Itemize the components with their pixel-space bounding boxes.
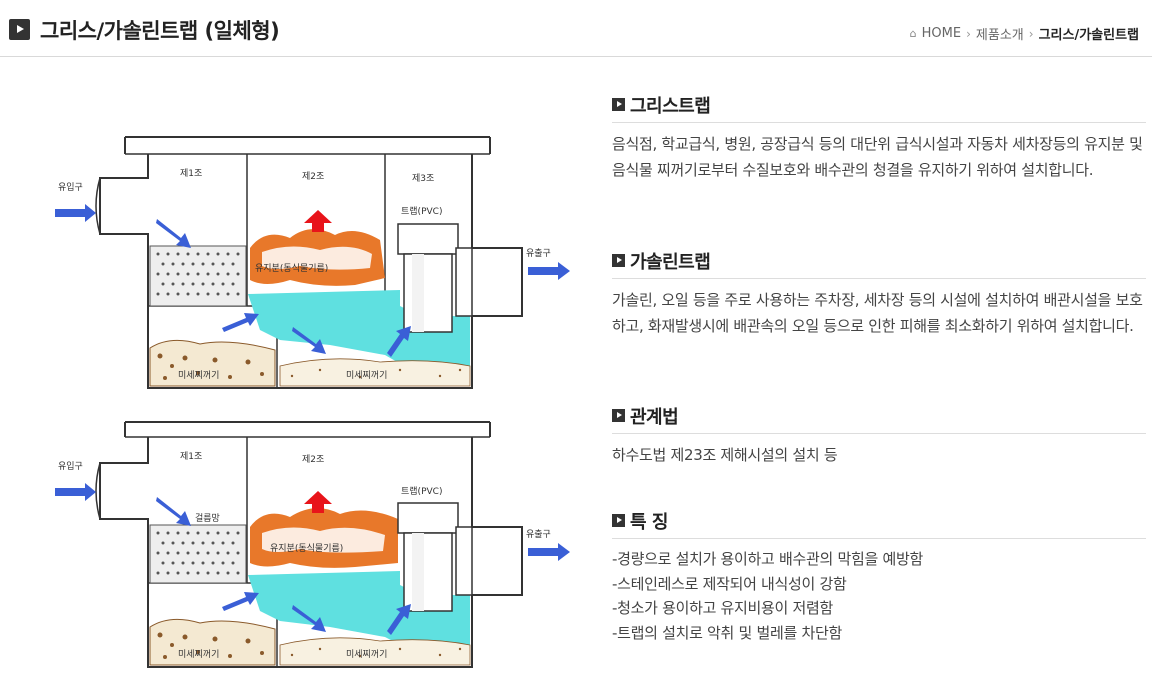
section-gasoline-trap: 가솔린트랩 가솔린, 오일 등을 주로 사용하는 주차장, 세차장 등의 시설에… [612, 249, 1146, 339]
list-item: -청소가 용이하고 유지비용이 저렴함 [612, 599, 834, 617]
breadcrumb-products[interactable]: 제품소개 [975, 28, 1024, 43]
breadcrumb: ⌂ HOME › 제품소개 › 그리스/가솔린트랩 [910, 24, 1139, 43]
section-grease-trap: 그리스트랩 음식점, 학교급식, 병원, 공장급식 등의 대단위 급식시설과 자… [612, 93, 1146, 183]
page-title: 그리스/가솔린트랩 (일체형) [40, 19, 280, 43]
outlet-label: 유출구 [526, 530, 551, 540]
features-list: -경량으로 설치가 용이하고 배수관의 막힘을 예방함 -스테인레스로 제작되어… [612, 539, 1146, 645]
section-body: 음식점, 학교급식, 병원, 공장급식 등의 대단위 급식시설과 자동차 세차장… [612, 135, 1143, 179]
list-item: -경량으로 설치가 용이하고 배수관의 막힘을 예방함 [612, 550, 923, 568]
page-header: 그리스/가솔린트랩 (일체형) ⌂ HOME › 제품소개 › 그리스/가솔린트… [0, 0, 1152, 57]
tank3-label: 제3조 [412, 174, 435, 184]
inlet-label: 유입구 [58, 183, 83, 193]
list-item: -트랩의 설치로 악취 및 벌레를 차단함 [612, 623, 842, 642]
outlet-label: 유출구 [526, 249, 551, 259]
home-icon[interactable]: ⌂ [909, 27, 917, 40]
trap-diagram-1: 유입구 유출구 제1조 제2조 제3조 트랩(PVC) 유지분(동식물기름) 미… [0, 130, 600, 400]
title-arrow-icon [9, 19, 30, 40]
sediment-label-2: 미세찌꺼기 [346, 650, 388, 660]
screen-label: 걸름망 [195, 514, 220, 524]
trap-diagram-2: 유입구 유출구 제1조 제2조 트랩(PVC) 걸름망 유지분(동식물기름) 미… [0, 415, 600, 685]
breadcrumb-current: 그리스/가솔린트랩 [1038, 28, 1139, 43]
tank2-label: 제2조 [302, 455, 325, 465]
breadcrumb-separator-icon: › [1028, 26, 1034, 41]
tank1-label: 제1조 [180, 452, 203, 462]
grease-label: 유지분(동식물기름) [270, 544, 344, 554]
section-title: 특 징 [630, 511, 668, 533]
tank1-label: 제1조 [180, 169, 203, 179]
tank2-label: 제2조 [302, 172, 325, 182]
grease-label: 유지분(동식물기름) [255, 264, 329, 274]
bullet-arrow-icon [612, 254, 625, 267]
list-item: -스테인레스로 제작되어 내식성이 강함 [612, 574, 847, 593]
section-heading: 특 징 [612, 509, 1146, 539]
breadcrumb-separator-icon: › [966, 26, 971, 41]
inlet-label: 유입구 [58, 462, 83, 472]
trap-diagram-2-drawing [55, 421, 570, 668]
section-features: 특 징 -경량으로 설치가 용이하고 배수관의 막힘을 예방함 -스테인레스로 … [612, 509, 1146, 645]
section-title: 가솔린트랩 [630, 251, 711, 273]
bullet-arrow-icon [612, 98, 625, 111]
sediment-label-1: 미세찌꺼기 [178, 650, 220, 660]
trap-label: 트랩(PVC) [401, 207, 443, 217]
section-title: 관계법 [630, 406, 679, 428]
section-body: 하수도법 제23조 제해시설의 설치 등 [612, 446, 838, 464]
section-heading: 가솔린트랩 [612, 249, 1146, 279]
sediment-label-2: 미세찌꺼기 [346, 371, 388, 381]
section-heading: 관계법 [612, 404, 1146, 434]
bullet-arrow-icon [612, 514, 625, 527]
sediment-label-1: 미세찌꺼기 [178, 371, 220, 381]
trap-diagram-1-drawing [55, 136, 570, 389]
section-body: 가솔린, 오일 등을 주로 사용하는 주차장, 세차장 등의 시설에 설치하여 … [612, 291, 1143, 335]
trap-label: 트랩(PVC) [401, 487, 443, 497]
bullet-arrow-icon [612, 409, 625, 422]
breadcrumb-home[interactable]: HOME [921, 26, 962, 41]
section-title: 그리스트랩 [630, 95, 711, 117]
section-related-law: 관계법 하수도법 제23조 제해시설의 설치 등 [612, 404, 1146, 468]
section-heading: 그리스트랩 [612, 93, 1146, 123]
